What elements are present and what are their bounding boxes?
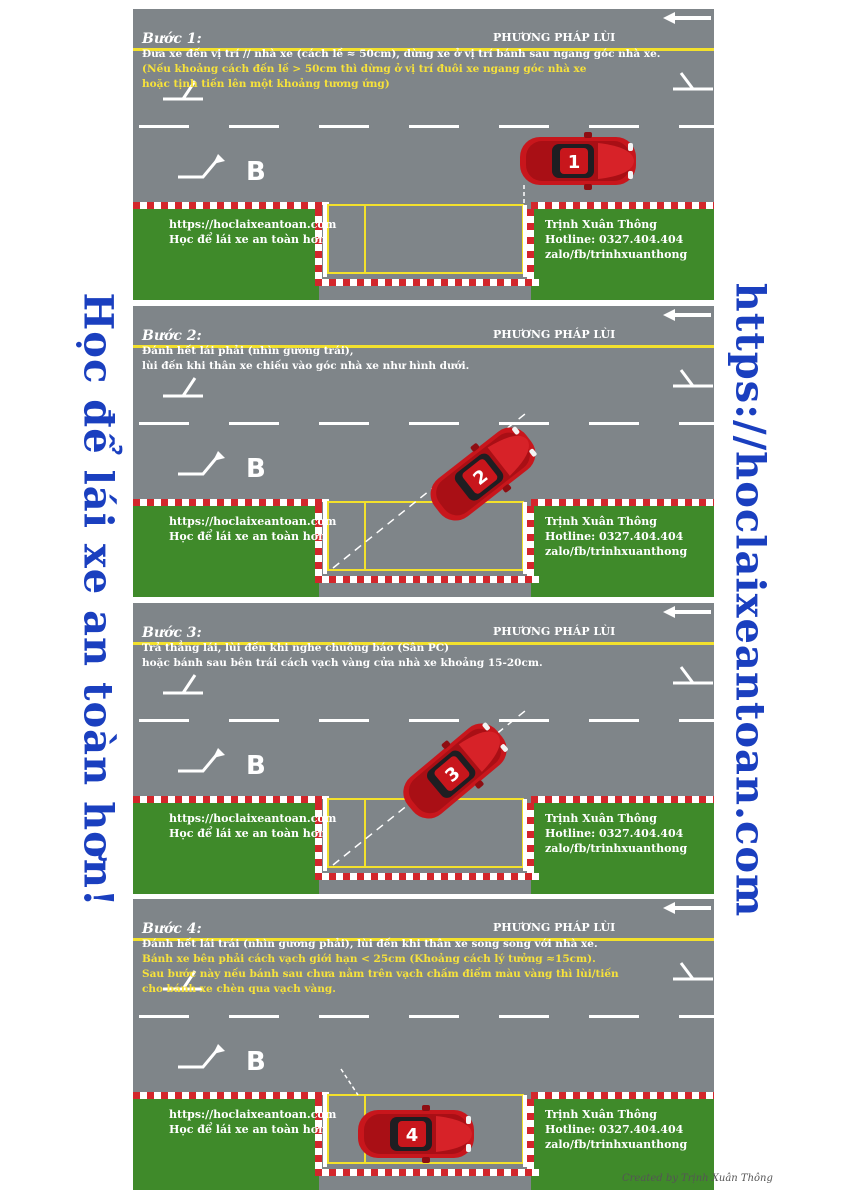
car-number: 4: [406, 1125, 419, 1146]
hotline-text: Hotline: 0327.404.404: [545, 233, 684, 246]
step-title: Bước 4:: [142, 921, 202, 937]
step-title: Bước 2:: [142, 328, 202, 344]
method-label: PHƯƠNG PHÁP LÙI: [493, 328, 616, 341]
social-text: zalo/fb/trinhxuanthong: [545, 545, 688, 558]
instruction-line: Sau bước này nếu bánh sau chưa nằm trên …: [142, 968, 619, 980]
method-label: PHƯƠNG PHÁP LÙI: [493, 625, 616, 638]
instruction-line: cho bánh xe chèn qua vạch vàng.: [142, 983, 336, 995]
step-instructions: Đưa xe đến vị trí // nhà xe (cách lề ≈ 5…: [142, 47, 707, 92]
instruction-line: Đưa xe đến vị trí // nhà xe (cách lề ≈ 5…: [142, 48, 661, 60]
method-label: PHƯƠNG PHÁP LÙI: [493, 31, 616, 44]
step-instructions: Trả thẳng lái, lùi đến khi nghe chuông b…: [142, 641, 707, 671]
credit-text: Created by Trịnh Xuân Thông: [622, 1173, 773, 1184]
step-title: Bước 1:: [142, 31, 202, 47]
author-text: Trịnh Xuân Thông: [545, 218, 657, 231]
garage-letter: B: [246, 751, 266, 781]
slogan-text: Học để lái xe an toàn hơn: [169, 233, 327, 246]
garage-letter: B: [246, 454, 266, 484]
car-number: 1: [568, 152, 581, 173]
instruction-line: Đánh hết lái phải (nhìn gương trái),: [142, 345, 354, 357]
website-text[interactable]: https://hoclaixeantoan.com: [169, 1108, 337, 1121]
instruction-line: Đánh hết lái trái (nhìn gương phải), lùi…: [142, 938, 598, 950]
garage-letter: B: [246, 157, 266, 187]
social-text: zalo/fb/trinhxuanthong: [545, 248, 688, 261]
instruction-line: lùi đến khi thân xe chiếu vào góc nhà xe…: [142, 360, 470, 372]
author-text: Trịnh Xuân Thông: [545, 1108, 657, 1121]
slogan-text: Học để lái xe an toàn hơn: [169, 1123, 327, 1136]
car-1: 1: [520, 132, 636, 190]
parking-diagram: B4: [133, 899, 714, 1190]
website-text[interactable]: https://hoclaixeantoan.com: [169, 812, 337, 825]
website-text[interactable]: https://hoclaixeantoan.com: [169, 218, 337, 231]
car-2: 2: [430, 426, 537, 521]
method-label: PHƯƠNG PHÁP LÙI: [493, 921, 616, 934]
slogan-text: Học để lái xe an toàn hơn: [169, 530, 327, 543]
website-text[interactable]: https://hoclaixeantoan.com: [169, 515, 337, 528]
author-text: Trịnh Xuân Thông: [545, 812, 657, 825]
instruction-line: (Nếu khoảng cách đến lề > 50cm thì dừng …: [142, 63, 587, 75]
instruction-line: hoặc bánh sau bên trái cách vạch vàng cử…: [142, 657, 543, 669]
instruction-line: hoặc tịnh tiến lên một khoảng tương ứng): [142, 78, 390, 90]
social-text: zalo/fb/trinhxuanthong: [545, 1138, 688, 1151]
hotline-text: Hotline: 0327.404.404: [545, 827, 684, 840]
step-instructions: Đánh hết lái trái (nhìn gương phải), lùi…: [142, 937, 707, 997]
hotline-text: Hotline: 0327.404.404: [545, 1123, 684, 1136]
instruction-line: Trả thẳng lái, lùi đến khi nghe chuông b…: [142, 642, 450, 654]
social-text: zalo/fb/trinhxuanthong: [545, 842, 688, 855]
step-title: Bước 3:: [142, 625, 202, 641]
step-instructions: Đánh hết lái phải (nhìn gương trái), lùi …: [142, 344, 707, 374]
slogan-text: Học để lái xe an toàn hơn: [169, 827, 327, 840]
garage-letter: B: [246, 1047, 266, 1077]
car-4: 4: [358, 1105, 474, 1163]
slogan-vertical-text: Học để lái xe an toàn hơn!: [74, 292, 122, 908]
instruction-line: Bánh xe bên phải cách vạch giới hạn < 25…: [142, 953, 596, 965]
author-text: Trịnh Xuân Thông: [545, 515, 657, 528]
hotline-text: Hotline: 0327.404.404: [545, 530, 684, 543]
car-3: 3: [403, 722, 508, 819]
website-vertical-text[interactable]: https://hoclaixeantoan.com: [726, 282, 774, 918]
